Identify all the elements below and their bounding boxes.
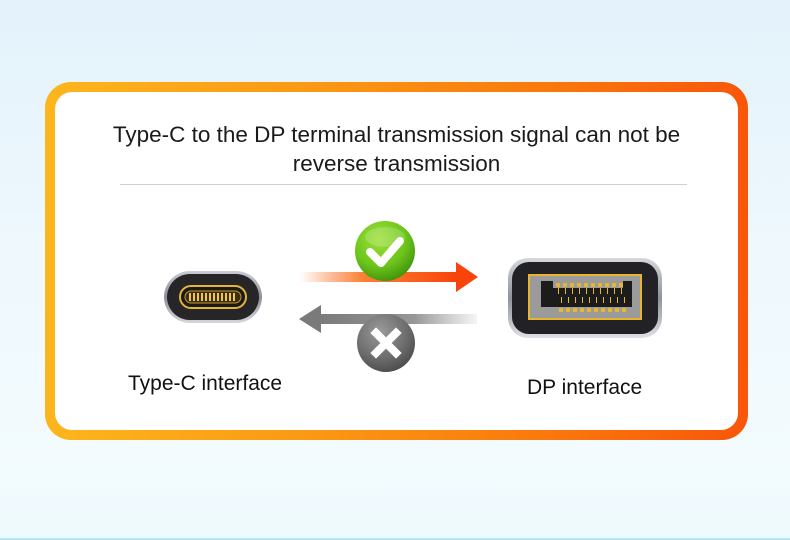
check-icon: [355, 221, 415, 281]
usb-c-port-icon: [164, 271, 262, 323]
info-card: Type-C to the DP terminal transmission s…: [55, 92, 738, 430]
displayport-port-icon: [508, 258, 662, 338]
card-title: Type-C to the DP terminal transmission s…: [112, 122, 681, 176]
type-c-label: Type-C interface: [128, 372, 283, 395]
dp-label: DP interface: [527, 376, 643, 399]
bottom-accent-line: [0, 538, 790, 540]
info-card-frame: Type-C to the DP terminal transmission s…: [45, 82, 748, 440]
x-icon: [357, 314, 415, 372]
title-divider: [120, 184, 687, 185]
